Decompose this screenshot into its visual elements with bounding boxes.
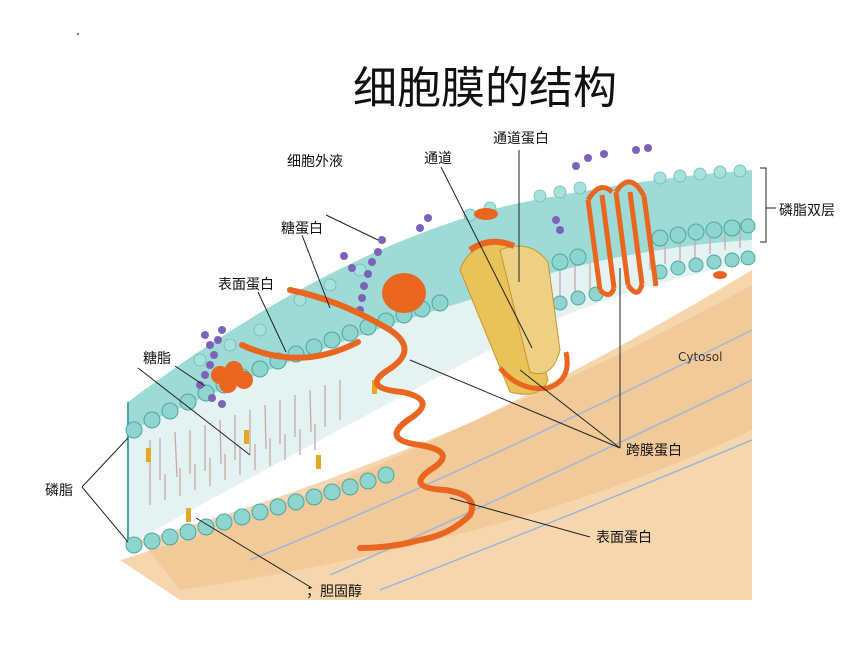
label-channel-protein: 通道蛋白 [493, 131, 549, 147]
small-protein-right [713, 271, 727, 279]
cholesterol-molecules [146, 380, 377, 522]
label-phospholipid: 磷脂 [45, 483, 73, 499]
globular-protein [382, 273, 426, 313]
label-glycoprotein: 糖蛋白 [281, 221, 323, 237]
leader-lines [81, 150, 776, 589]
transmembrane-helix [287, 287, 476, 551]
cytoskeleton-filaments [249, 329, 753, 591]
label-transmembrane-protein: 跨膜蛋白 [626, 443, 682, 459]
phospholipid-heads-surface [193, 164, 747, 367]
label-glycolipid: 糖脂 [143, 351, 171, 367]
label-peripheral-protein-top: 表面蛋白 [218, 277, 274, 293]
channel-protein [459, 238, 570, 395]
glycolipid-protein-blob [211, 361, 253, 393]
label-cytosol: Cytosol [678, 350, 723, 364]
label-cholesterol: ；胆固醇 [306, 584, 362, 600]
phospholipid-heads-bottom [125, 250, 756, 554]
glycolipid-sugars [196, 326, 226, 408]
stray-dot [77, 33, 79, 35]
cytoplasm-region-inner [140, 285, 752, 590]
label-extracellular: 细胞外液 [287, 154, 343, 170]
label-channel: 通道 [424, 151, 452, 167]
page-title: 细胞膜的结构 [353, 63, 617, 114]
label-peripheral-protein-bottom: 表面蛋白 [596, 530, 652, 546]
membrane-tail-region [128, 240, 752, 545]
small-protein [474, 208, 498, 220]
label-bilayer: 磷脂双层 [779, 203, 835, 219]
helix-bundle [585, 179, 659, 297]
peripheral-protein-top [239, 339, 361, 361]
glycoprotein-sugars [340, 144, 652, 314]
phospholipid-heads-top [125, 218, 756, 439]
